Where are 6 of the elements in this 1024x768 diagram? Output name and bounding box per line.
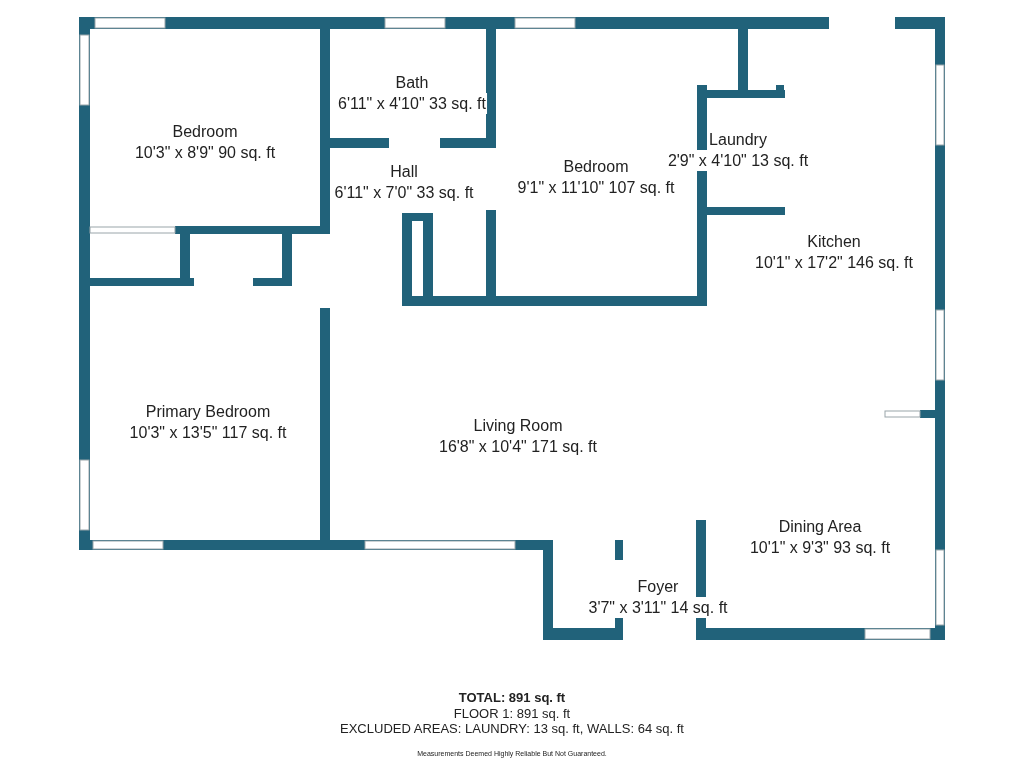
room-dimensions: 2'9" x 4'10" 13 sq. ft: [666, 150, 810, 171]
excluded-areas: EXCLUDED AREAS: LAUNDRY: 13 sq. ft, WALLS: 64 sq. ft: [340, 721, 684, 736]
room-dimensions: 6'11" x 4'10" 33 sq. ft: [337, 93, 487, 114]
room-dimensions: 3'7" x 3'11" 14 sq. ft: [587, 597, 729, 618]
total-area: TOTAL: 891 sq. ft: [458, 690, 566, 705]
floor-area: FLOOR 1: 891 sq. ft: [453, 706, 571, 721]
